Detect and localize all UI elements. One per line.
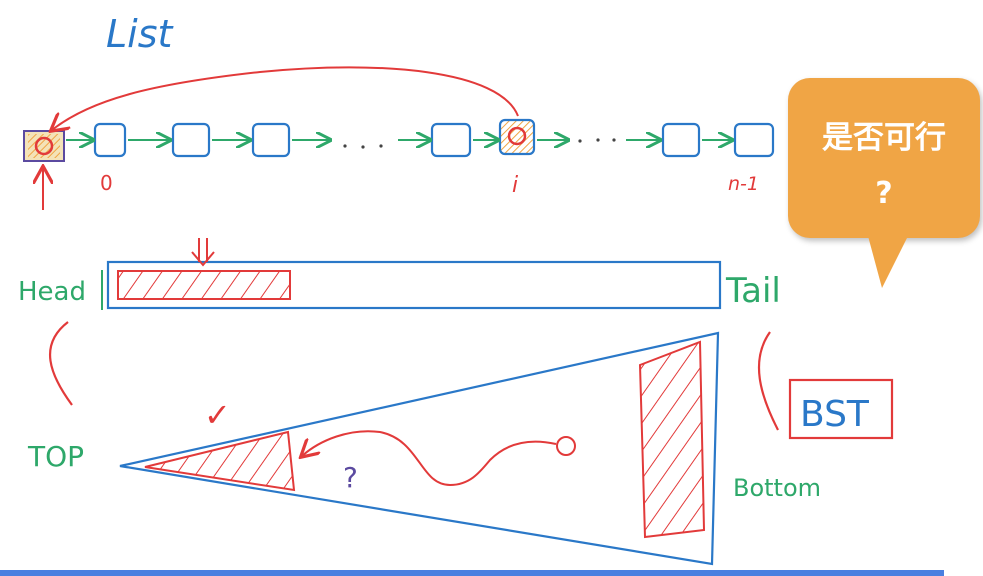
list-ellipsis [343,138,616,149]
bottom-label: Bottom [733,474,821,502]
index-n1-label: n-1 [728,173,759,195]
list-node [733,122,775,158]
list-node [171,122,211,158]
callout-tail [868,236,908,288]
array-bar [106,260,722,310]
bst-label: BST [800,394,870,435]
right-brace [757,331,779,431]
question-mark: ? [343,461,358,494]
tail-label: Tail [725,271,781,311]
list-node [430,122,472,158]
callout-title: 是否可行 [822,120,946,156]
insert-position-arrow [191,238,215,267]
tree-triangle [119,331,720,566]
list-title: List [106,12,175,56]
list-node [661,122,701,158]
list-nodes [93,122,775,158]
index-i-label: i [512,173,518,198]
callout-bubble: 是否可行 ? [788,78,980,238]
bst-box: BST [788,378,894,440]
list-node [251,122,291,158]
list-head-node [23,130,65,162]
list-node-i [498,118,536,156]
move-to-front-arrow [52,66,519,130]
progress-strip [0,570,944,576]
head-label: Head [18,277,86,307]
top-label: TOP [27,440,84,473]
promote-arrow [302,430,557,487]
bottom-region [638,340,706,539]
target-node-circle [556,436,576,456]
top-hot-region [144,430,296,492]
check-mark-icon: ✓ [204,396,231,434]
left-brace [49,321,73,406]
callout-question: ? [875,176,893,211]
list-node [93,122,127,158]
index-0-label: 0 [100,171,113,195]
